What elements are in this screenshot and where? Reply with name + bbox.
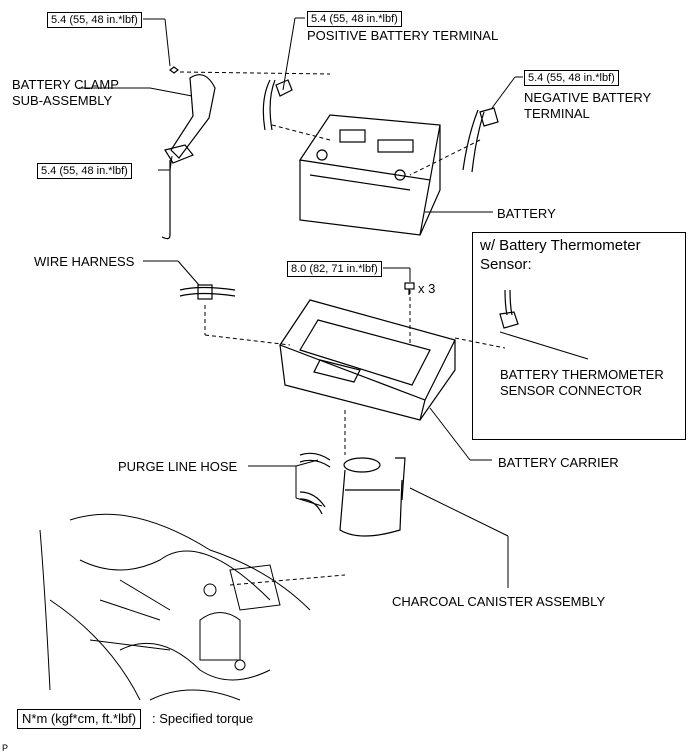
label-negative-terminal: NEGATIVE BATTERY TERMINAL [524,90,652,121]
torque-spec-positive: 5.4 (55, 48 in.*lbf) [307,11,402,27]
carrier-bolt-quantity: x 3 [418,281,436,296]
torque-spec-clamp-bottom: 5.4 (55, 48 in.*lbf) [37,163,132,179]
battery-drawing [298,114,441,236]
battery-clamp-drawing [161,66,216,240]
label-battery: BATTERY [497,206,556,221]
carrier-bolt-drawing [404,282,415,295]
positive-terminal-drawing [262,79,293,131]
torque-spec-negative: 5.4 (55, 48 in.*lbf) [524,70,619,86]
negative-terminal-drawing [462,107,499,173]
wire-harness-drawing [179,284,236,300]
legend-description: : Specified torque [152,711,254,726]
label-positive-terminal: POSITIVE BATTERY TERMINAL [307,28,499,43]
label-wire-harness: WIRE HARNESS [34,254,135,269]
battery-carrier-drawing [279,299,456,421]
engine-bay-drawing [39,513,311,701]
footer-code: P [2,743,9,753]
inset-title: w/ Battery Thermometer Sensor: [480,237,641,273]
label-purge-line-hose: PURGE LINE HOSE [118,459,238,474]
thermometer-sensor-drawing [499,289,519,329]
label-battery-clamp: BATTERY CLAMP SUB-ASSEMBLY [12,77,119,108]
thermometer-inset-frame [472,232,686,440]
alignment-dashes [179,71,506,586]
purge-hose-drawing [299,452,331,515]
label-sensor-connector: BATTERY THERMOMETER SENSOR CONNECTOR [500,367,664,398]
legend-torque-unit: N*m (kgf*cm, ft.*lbf) [17,709,142,729]
charcoal-canister-drawing [339,457,406,537]
torque-spec-carrier: 8.0 (82, 71 in.*lbf) [287,261,382,277]
label-battery-carrier: BATTERY CARRIER [498,455,619,470]
label-charcoal-canister: CHARCOAL CANISTER ASSEMBLY [392,594,606,609]
torque-spec-clamp-top: 5.4 (55, 48 in.*lbf) [47,12,142,28]
